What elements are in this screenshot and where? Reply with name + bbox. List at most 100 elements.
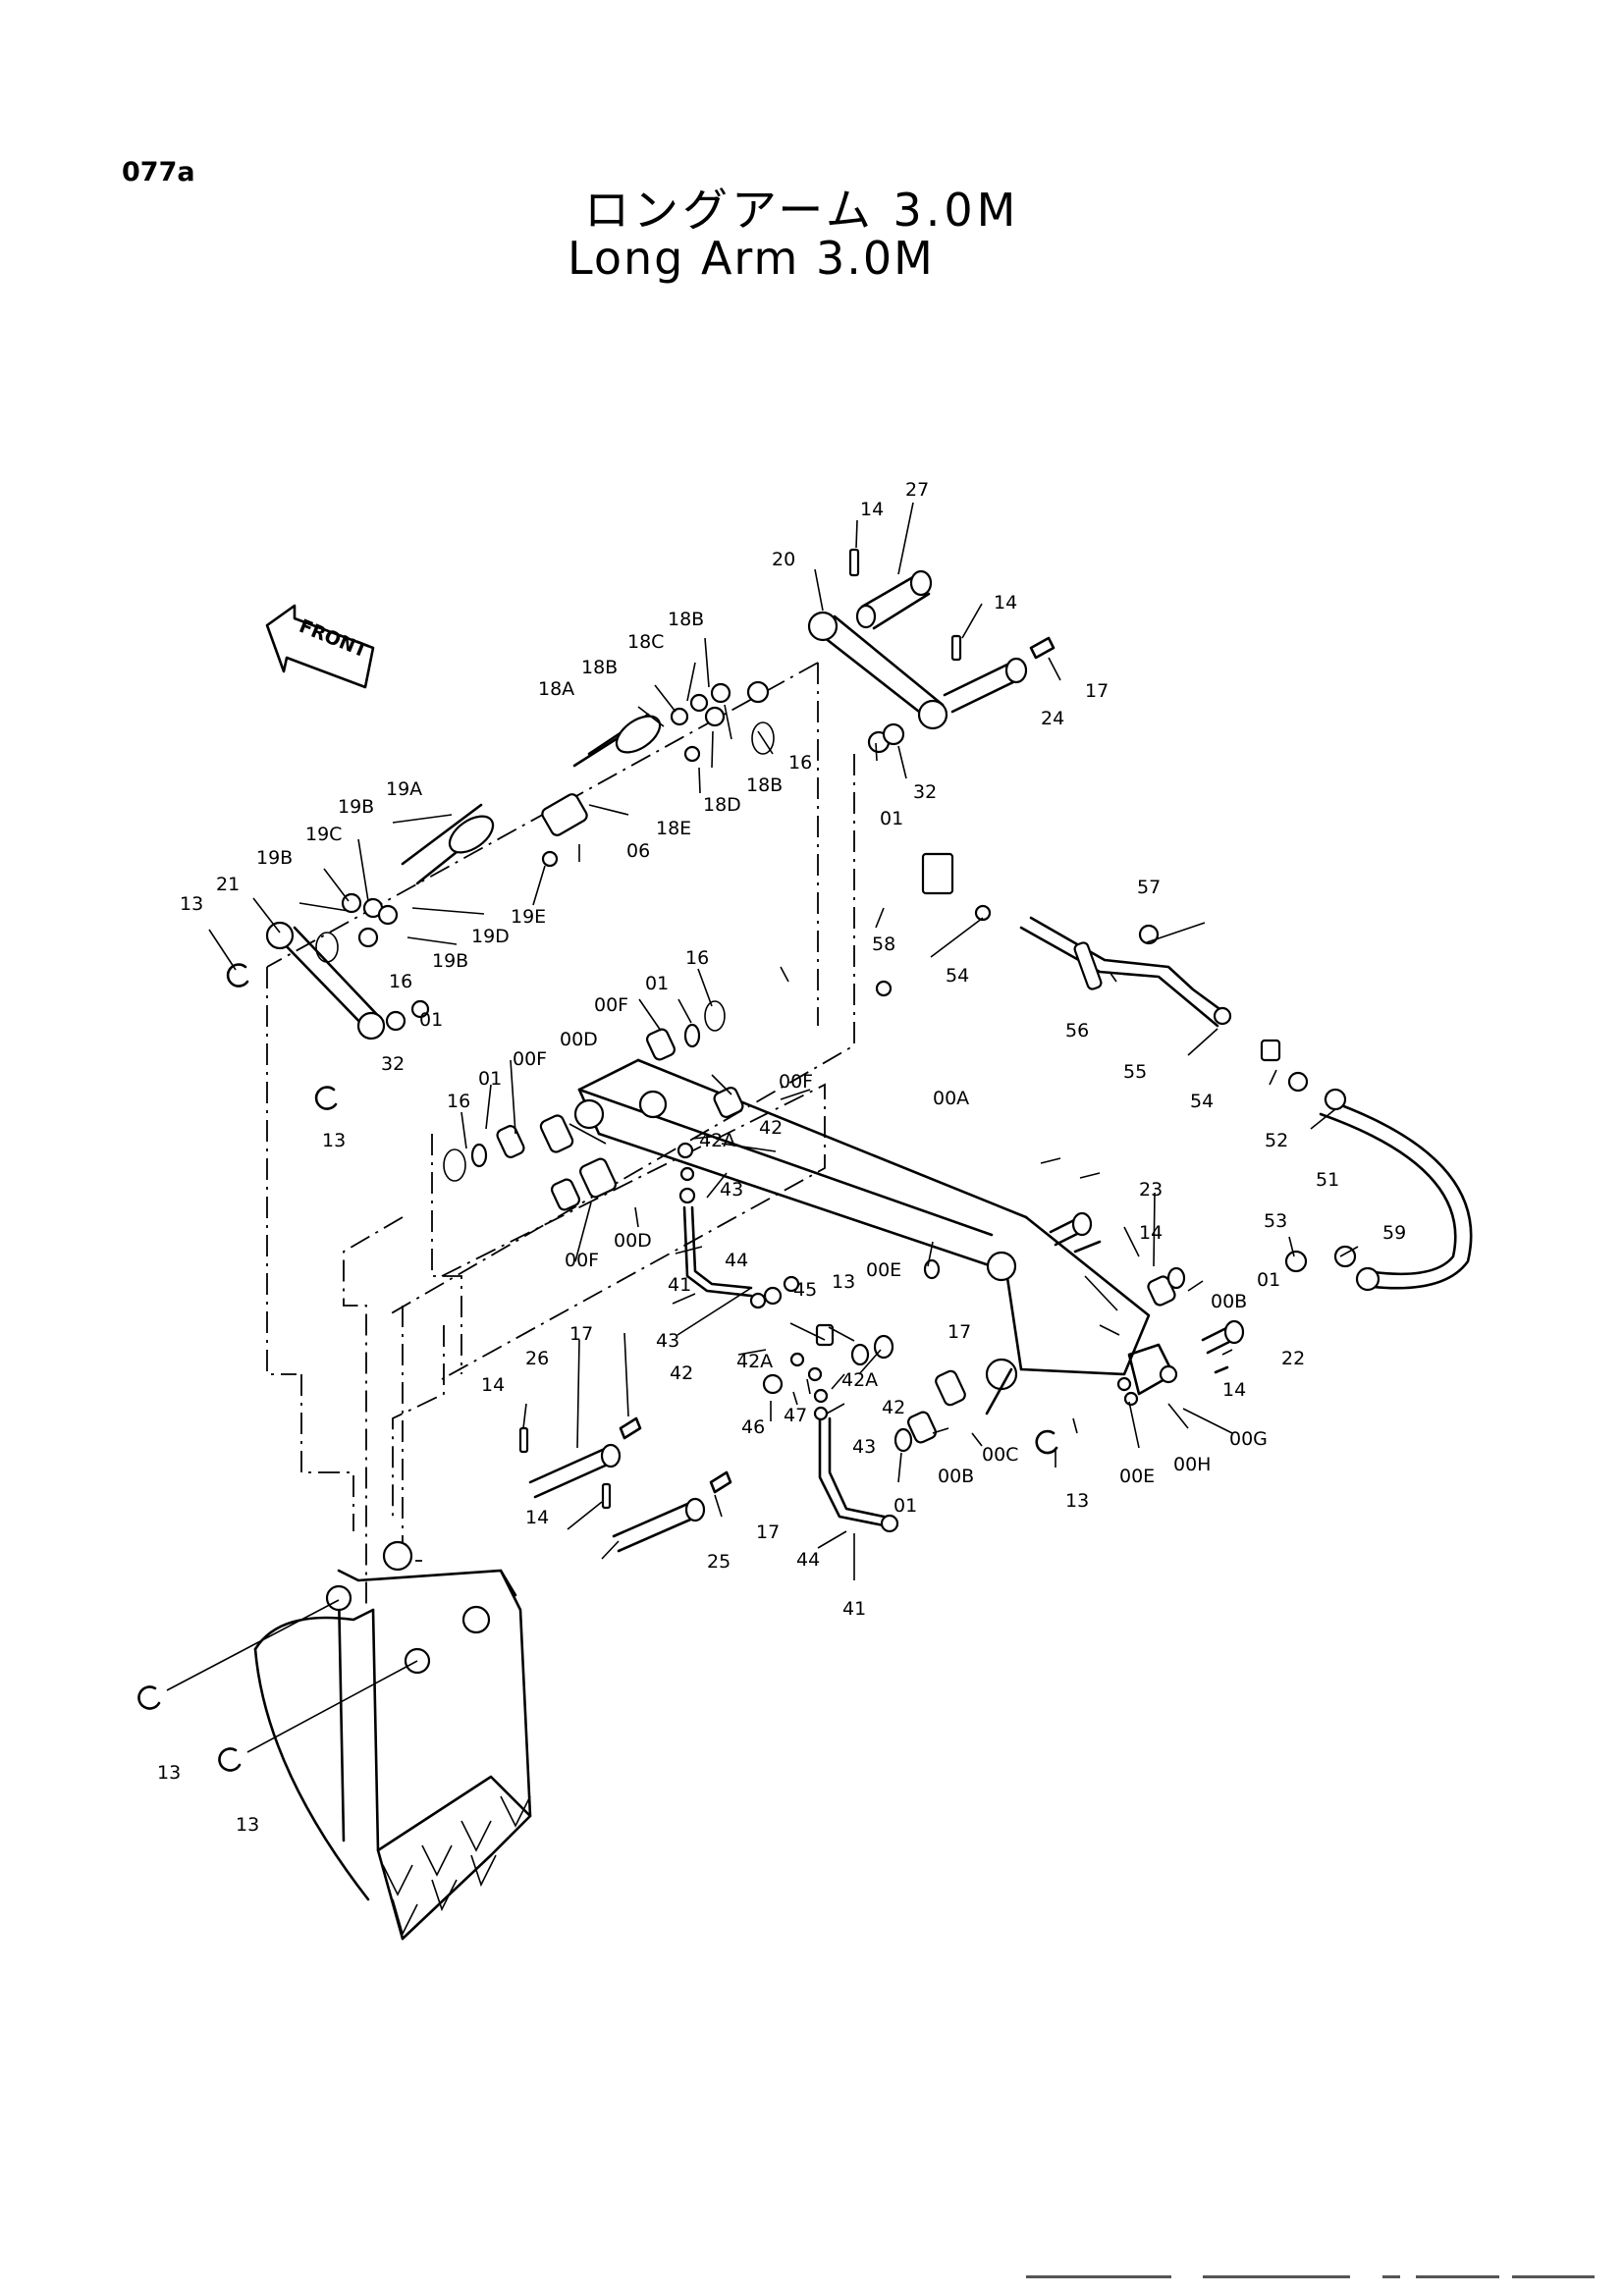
callout-18d: 18D (703, 794, 741, 816)
callout-41: 41 (842, 1598, 866, 1620)
callout-19a: 19A (386, 778, 422, 800)
callout-42: 42 (670, 1362, 693, 1384)
callout-21: 21 (216, 874, 240, 895)
callout-14: 14 (860, 499, 884, 520)
callout-19c: 19C (305, 824, 342, 845)
callout-16: 16 (685, 947, 709, 969)
callout-45: 45 (793, 1279, 817, 1301)
callout-00a: 00A (933, 1088, 969, 1109)
callout-18b: 18B (668, 609, 704, 630)
callout-58: 58 (872, 934, 895, 955)
callout-32: 32 (913, 781, 937, 803)
callout-26: 26 (525, 1348, 549, 1369)
callout-27: 27 (905, 479, 929, 501)
callout-17: 17 (947, 1321, 971, 1343)
callout-43: 43 (656, 1330, 679, 1352)
upper-pins (848, 548, 1056, 714)
callout-47: 47 (784, 1405, 807, 1426)
bucket (137, 1540, 532, 1941)
callout-57: 57 (1137, 877, 1161, 898)
callout-42: 42 (882, 1397, 905, 1418)
leader-lines (208, 502, 1359, 1580)
callout-19b: 19B (256, 847, 293, 869)
callout-42a: 42A (699, 1130, 735, 1151)
callout-56: 56 (1065, 1020, 1089, 1041)
callout-54: 54 (1190, 1091, 1214, 1112)
callout-01: 01 (893, 1495, 917, 1517)
callout-17: 17 (569, 1323, 593, 1345)
callout-23: 23 (1139, 1179, 1163, 1201)
callout-06: 06 (626, 840, 650, 862)
callout-24: 24 (1041, 708, 1064, 729)
callout-52: 52 (1265, 1130, 1288, 1151)
callout-00e: 00E (1119, 1466, 1155, 1487)
callout-00b: 00B (938, 1466, 974, 1487)
callout-13: 13 (180, 893, 203, 915)
callout-14: 14 (1139, 1222, 1163, 1244)
callout-32: 32 (381, 1053, 405, 1075)
callout-41: 41 (668, 1274, 691, 1296)
page-code: 077a (122, 157, 195, 187)
callout-14: 14 (525, 1507, 549, 1528)
callout-19b: 19B (338, 796, 374, 818)
callout-19b: 19B (432, 950, 468, 972)
front-label: FRONT (296, 615, 370, 663)
callout-18a: 18A (538, 678, 574, 700)
callout-13: 13 (157, 1762, 181, 1784)
callout-00f: 00F (779, 1071, 813, 1093)
callout-13: 13 (832, 1271, 855, 1293)
callout-13: 13 (1065, 1490, 1089, 1512)
callout-18b: 18B (581, 657, 618, 678)
callout-19d: 19D (471, 926, 510, 947)
callout-00b: 00B (1211, 1291, 1247, 1312)
callout-25: 25 (707, 1551, 731, 1573)
callout-18c: 18C (627, 631, 664, 653)
callout-18b: 18B (746, 774, 783, 796)
callout-00g: 00G (1229, 1428, 1268, 1450)
callout-43: 43 (852, 1436, 876, 1458)
callout-13: 13 (236, 1814, 259, 1836)
lower-right-pins (1049, 1211, 1245, 1374)
callout-01: 01 (478, 1068, 502, 1090)
callout-14: 14 (481, 1374, 505, 1396)
callout-17: 17 (1085, 680, 1109, 702)
callout-01: 01 (419, 1009, 443, 1031)
front-direction-arrow: FRONT (265, 604, 375, 689)
callout-13: 13 (322, 1130, 346, 1151)
arm-bushings (443, 1000, 1186, 1455)
callout-53: 53 (1264, 1210, 1287, 1232)
callout-42: 42 (759, 1117, 783, 1139)
arm-body (573, 1058, 1178, 1407)
callout-20: 20 (772, 549, 795, 570)
callout-00e: 00E (866, 1259, 901, 1281)
callout-55: 55 (1123, 1061, 1147, 1083)
callout-51: 51 (1316, 1169, 1339, 1191)
part-callouts: 27 14 20 18B 14 18C 18B 17 18A 24 16 18B… (157, 479, 1406, 1836)
callout-22: 22 (1281, 1348, 1305, 1369)
callout-44: 44 (796, 1549, 820, 1571)
callout-00c: 00C (982, 1444, 1018, 1466)
callout-44: 44 (725, 1250, 748, 1271)
link-assembly (226, 611, 948, 1110)
callout-19e: 19E (511, 906, 546, 928)
callout-43: 43 (720, 1179, 743, 1201)
callout-17: 17 (756, 1522, 780, 1543)
callout-42a: 42A (736, 1351, 773, 1372)
callout-00h: 00H (1173, 1454, 1211, 1475)
callout-14: 14 (994, 592, 1017, 614)
callout-16: 16 (788, 752, 812, 774)
title-english: Long Arm 3.0M (568, 232, 935, 285)
callout-18e: 18E (656, 818, 691, 839)
callout-16: 16 (447, 1091, 470, 1112)
callout-54: 54 (946, 965, 969, 987)
callout-01: 01 (880, 808, 903, 829)
callout-00f: 00F (594, 994, 628, 1016)
callout-59: 59 (1382, 1222, 1406, 1244)
callout-16: 16 (389, 971, 412, 992)
callout-00f: 00F (565, 1250, 599, 1271)
callout-00f: 00F (513, 1048, 547, 1070)
lower-pins (518, 1416, 732, 1553)
callout-00d: 00D (614, 1230, 652, 1252)
title-japanese: ロングアーム 3.0M (584, 184, 1020, 237)
